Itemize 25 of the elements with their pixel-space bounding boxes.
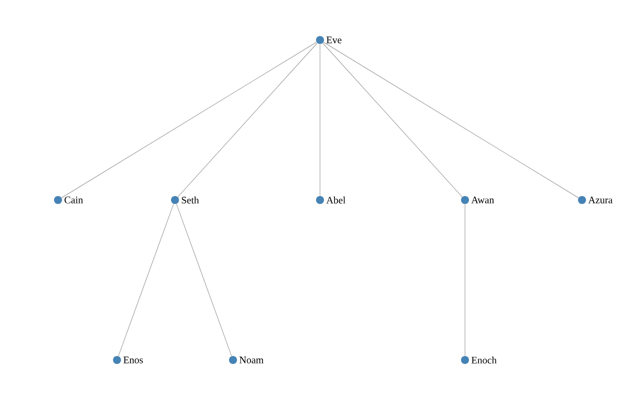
dot bbox=[316, 36, 324, 44]
node-label: Abel bbox=[326, 196, 346, 204]
connector-line bbox=[178, 42, 318, 198]
node-label: Cain bbox=[64, 196, 83, 204]
node-label: Enos bbox=[123, 356, 143, 364]
dot bbox=[54, 196, 62, 204]
node-label: Eve bbox=[326, 36, 342, 44]
dot bbox=[113, 356, 121, 364]
node-label: Noam bbox=[239, 356, 264, 364]
dot bbox=[461, 196, 469, 204]
node-label: Awan bbox=[471, 196, 494, 204]
dot bbox=[171, 196, 179, 204]
connector-line bbox=[176, 204, 232, 356]
connector-line bbox=[322, 42, 462, 198]
connector-line bbox=[323, 42, 579, 198]
node-label: Enoch bbox=[471, 356, 497, 364]
dot bbox=[461, 356, 469, 364]
dot bbox=[229, 356, 237, 364]
connector-line bbox=[464, 204, 466, 356]
dot bbox=[316, 196, 324, 204]
connector-line bbox=[118, 204, 174, 356]
node-label: Seth bbox=[182, 196, 199, 204]
node-label: Azura bbox=[588, 196, 612, 204]
connector-line bbox=[61, 42, 317, 198]
dot bbox=[578, 196, 586, 204]
